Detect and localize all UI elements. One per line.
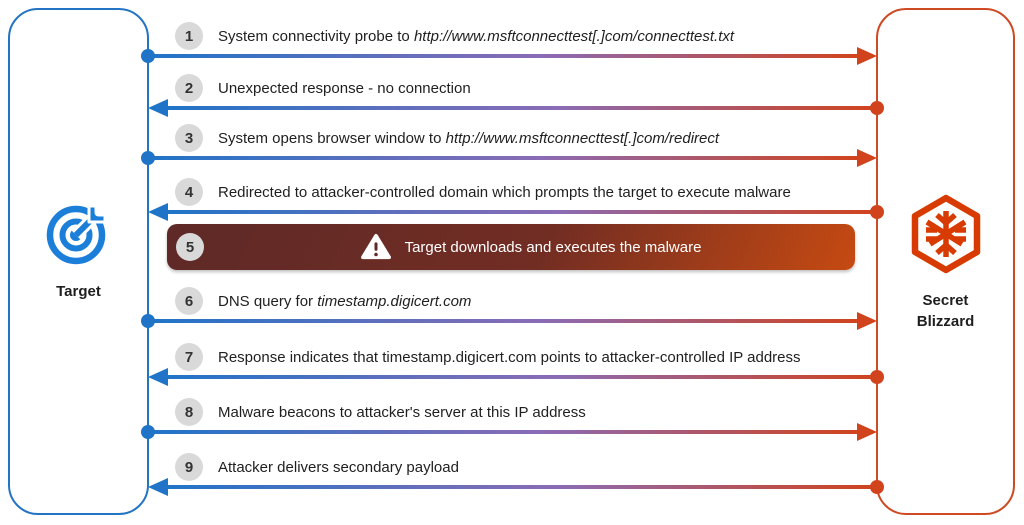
step-description-url: http://www.msftconnecttest[.]com/redirec… (445, 129, 720, 147)
arrow-origin-dot (141, 314, 155, 328)
arrowhead-right-icon (857, 149, 877, 167)
arrowhead-left-icon (148, 99, 168, 117)
arrow-origin-dot (141, 425, 155, 439)
step-8-label: 8 Malware beacons to attacker's server at… (175, 398, 586, 426)
step-4-label: 4 Redirected to attacker-controlled domai… (175, 178, 791, 206)
step-description: Response indicates that timestamp.digice… (218, 349, 801, 366)
arrowhead-left-icon (148, 368, 168, 386)
step-description-text: System connectivity probe to (218, 27, 414, 45)
arrowhead-right-icon (857, 47, 877, 65)
step-7-label: 7 Response indicates that timestamp.digic… (175, 343, 801, 371)
secret-blizzard-label: Secret Blizzard (916, 292, 975, 330)
malware-execution-banner: 5 Target downloads and executes the malwa… (167, 224, 855, 270)
step-description: Unexpected response - no connection (218, 80, 471, 97)
arrow-line (164, 210, 877, 214)
step-number: 3 (175, 124, 203, 152)
step-description: Attacker delivers secondary payload (218, 459, 459, 476)
step-description-text: Response indicates that timestamp.digice… (218, 348, 801, 366)
step-number: 2 (175, 74, 203, 102)
arrow-origin-dot (870, 205, 884, 219)
step-1-label: 1 System connectivity probe to http://www… (175, 22, 734, 50)
arrowhead-left-icon (148, 478, 168, 496)
arrow-line (148, 156, 861, 160)
arrow-origin-dot (141, 49, 155, 63)
step-description-url: http://www.msftconnecttest[.]com/connect… (413, 27, 735, 45)
step-2-label: 2 Unexpected response - no connection (175, 74, 471, 102)
step-description-url: timestamp.digicert.com (317, 292, 472, 310)
arrowhead-left-icon (148, 203, 168, 221)
secret-blizzard-entity-box: Secret Blizzard (876, 8, 1015, 515)
arrow-line (148, 430, 861, 434)
step-number: 8 (175, 398, 203, 426)
step-description-text: System opens browser window to (218, 129, 446, 147)
step-number: 9 (175, 453, 203, 481)
step-6-label: 6 DNS query for timestamp.digicert.com (175, 287, 471, 315)
step-3-label: 3 System opens browser window to http://w… (175, 124, 719, 152)
step-description-text: Redirected to attacker-controlled domain… (218, 183, 791, 201)
arrow-line (164, 485, 877, 489)
arrow-line (148, 319, 861, 323)
warning-triangle-icon (360, 233, 391, 261)
snowflake-hexagon-icon (906, 193, 986, 282)
target-label: Target (56, 283, 101, 300)
sequence-rows: 1 System connectivity probe to http://www… (141, 0, 884, 525)
arrowhead-right-icon (857, 423, 877, 441)
step-description: Malware beacons to attacker's server at … (218, 404, 586, 421)
target-bullseye-icon (43, 196, 115, 273)
step-description-text: Unexpected response - no connection (218, 79, 471, 97)
step-number: 5 (176, 233, 204, 261)
step-description: System connectivity probe to http://www.… (218, 28, 734, 45)
banner-text: Target downloads and executes the malwar… (404, 238, 702, 256)
step-description: DNS query for timestamp.digicert.com (218, 293, 471, 310)
arrow-origin-dot (870, 370, 884, 384)
step-number: 4 (175, 178, 203, 206)
step-description-text: Malware beacons to attacker's server at … (218, 403, 586, 421)
step-number: 6 (175, 287, 203, 315)
arrow-line (164, 106, 877, 110)
target-entity-box: Target (8, 8, 149, 515)
arrowhead-right-icon (857, 312, 877, 330)
arrow-origin-dot (141, 151, 155, 165)
arrow-origin-dot (870, 480, 884, 494)
step-9-label: 9 Attacker delivers secondary payload (175, 453, 459, 481)
step-description: System opens browser window to http://ww… (218, 130, 719, 147)
step-description-text: DNS query for (218, 292, 318, 310)
arrow-line (164, 375, 877, 379)
arrow-origin-dot (870, 101, 884, 115)
step-description: Redirected to attacker-controlled domain… (218, 184, 791, 201)
step-number: 7 (175, 343, 203, 371)
arrow-line (148, 54, 861, 58)
step-number: 1 (175, 22, 203, 50)
step-description-text: Attacker delivers secondary payload (218, 458, 459, 476)
